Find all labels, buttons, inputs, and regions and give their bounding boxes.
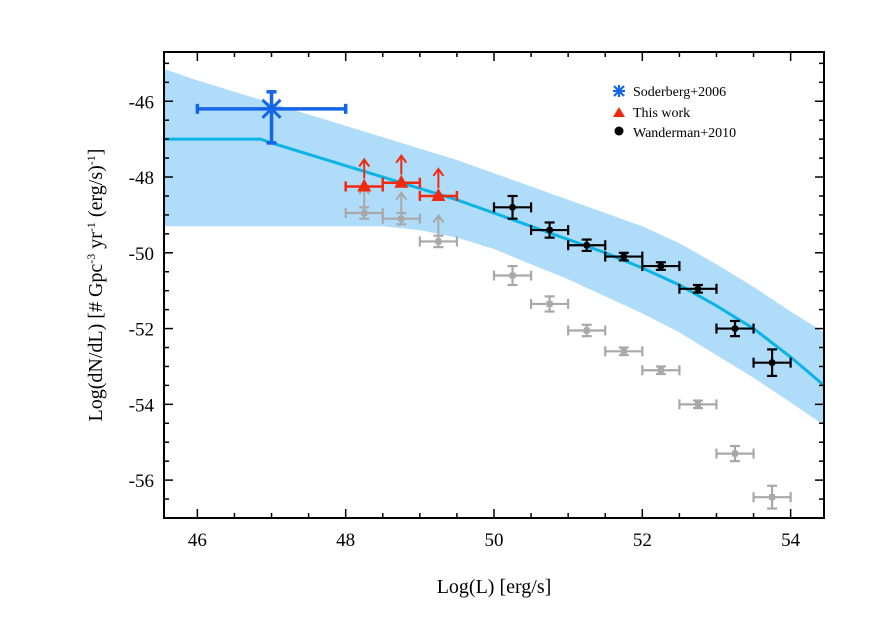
y-axis-label: Log(dN/dL) [# Gpc-3 yr-1 (erg/s)-1] [84,149,107,422]
soderberg-2006-point [195,90,348,145]
gray-marker [620,348,627,355]
wanderman-2010-point [752,348,792,378]
circle-marker [509,203,517,211]
y-tick-label: -56 [129,471,154,492]
gray-point [492,264,533,287]
gray-limit-arrow [432,213,445,236]
wanderman-2010-point [492,194,533,220]
x-tick-label: 50 [485,530,504,551]
y-axis-label-part: Log(dN/dL) [# Gpc [85,264,107,422]
axis-ticks [164,52,824,519]
y-axis-label-sup: -1 [84,155,98,165]
gray-marker [435,238,442,245]
gray-marker [769,494,776,501]
gray-marker [657,367,664,374]
circle-marker [583,241,591,249]
gray-arrow-head [432,213,445,224]
x-tick-label: 52 [633,530,652,551]
gray-points [344,185,792,510]
legend-marker-wanderman [614,126,624,136]
y-tick-label: -54 [129,395,155,416]
y-axis-label-part: ] [85,149,107,156]
gray-marker [361,210,368,217]
this-work-point [381,153,422,188]
y-axis-label-part: yr [85,232,107,254]
y-tick-label: -52 [129,320,154,341]
gray-limit-arrow [395,190,408,213]
legend-marker-soderberg [613,85,625,97]
wanderman-2010-point [567,238,607,253]
legend-label-soderberg: Soderberg+2006 [633,85,726,100]
gray-point [641,365,681,376]
y-tick-label: -50 [129,244,154,265]
triangle-marker [394,174,409,188]
gray-point [529,295,570,313]
gray-marker [694,401,701,408]
circle-marker [768,359,776,367]
wanderman-2010-point [529,221,570,239]
limit-arrow-head [432,167,445,177]
tick-labels: 46 48 50 52 54 -46 -48 -50 -52 -54 -56 [129,92,801,551]
this-work-point [418,167,459,201]
gray-point [418,234,459,249]
x-tick-label: 48 [336,530,355,551]
wanderman-2010-point [641,261,681,272]
band-area [164,69,824,426]
gray-marker [509,272,516,279]
circle-marker [694,285,702,293]
x-axis-label: Log(L) [erg/s] [437,576,552,598]
circle-marker [657,262,665,270]
circle-marker [546,226,554,234]
legend: Soderberg+2006 This work Wanderman+2010 [613,85,736,141]
gray-arrow-head [395,190,408,201]
legend-marker-this-work [613,107,625,117]
x-tick-label: 46 [188,530,207,551]
model-line [164,137,824,387]
y-axis-label-sup: -3 [84,254,98,264]
gray-point [381,211,421,226]
gray-point [604,346,644,357]
model-curve [164,137,824,387]
wanderman-2010-point [715,319,755,338]
triangle-marker [357,178,372,192]
circle-marker [620,253,628,261]
triangle-marker [431,187,446,201]
limit-arrow-head [358,157,371,168]
gray-point [344,206,384,220]
circle-marker [731,325,739,333]
y-axis-label-sup: -1 [84,222,98,232]
confidence-band [164,69,824,426]
gray-marker [732,450,739,457]
gray-marker [546,300,553,307]
legend-label-this-work: This work [633,106,690,121]
gray-marker [583,327,590,334]
gray-point [715,444,755,463]
y-axis-label-part: (erg/s) [85,165,107,222]
gray-point [567,323,607,338]
gray-marker [398,215,405,222]
gray-point [678,399,718,410]
wanderman-2010-point [604,251,644,262]
legend-label-wanderman: Wanderman+2010 [633,126,736,141]
x-tick-label: 54 [781,530,801,551]
y-tick-label: -46 [129,92,154,113]
wanderman-2010-point [678,283,718,294]
y-tick-label: -48 [129,168,154,189]
gray-point [752,484,792,510]
data-series [195,90,792,378]
limit-arrow-head [395,153,408,164]
